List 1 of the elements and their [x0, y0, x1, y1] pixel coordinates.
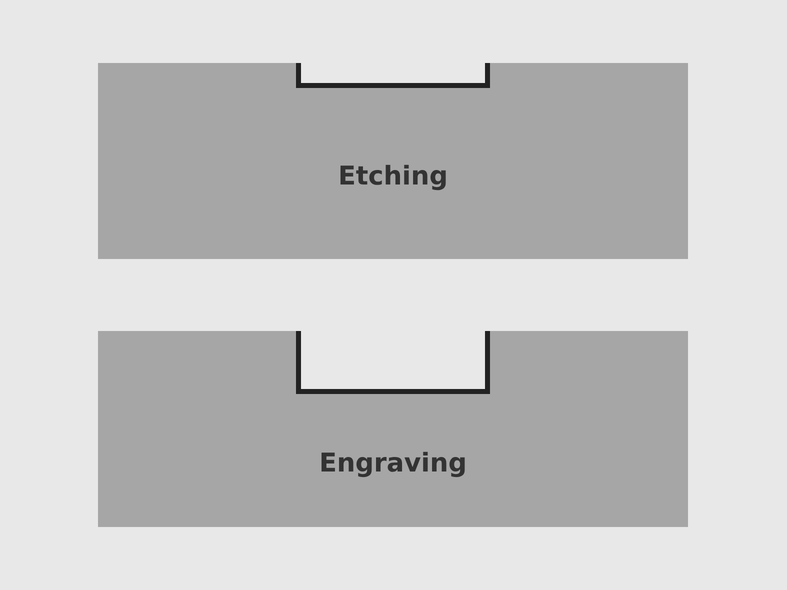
- block: Etching: [98, 63, 688, 259]
